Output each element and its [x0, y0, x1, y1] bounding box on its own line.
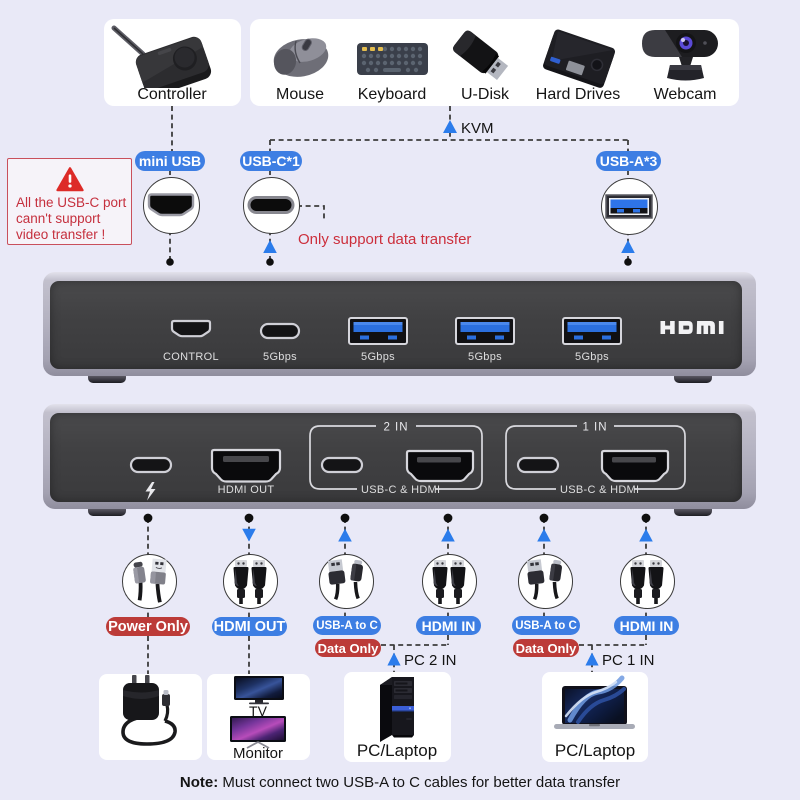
svg-text:1 IN: 1 IN: [582, 422, 607, 434]
svg-text:2 IN: 2 IN: [383, 422, 408, 434]
